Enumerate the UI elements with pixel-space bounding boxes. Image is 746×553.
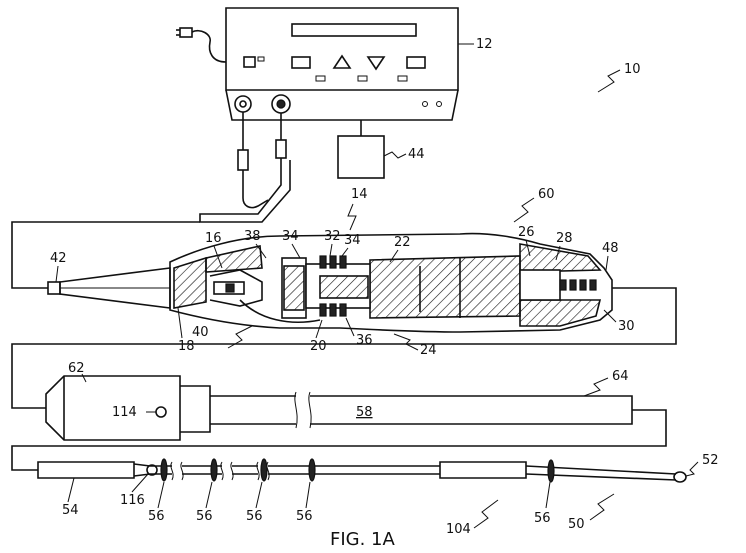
label-56: 56 — [296, 509, 313, 524]
ring-56 — [211, 459, 217, 481]
control-console — [176, 8, 458, 120]
label-114: 114 — [112, 405, 137, 420]
power-plug-icon — [180, 28, 192, 37]
label-44: 44 — [408, 147, 425, 162]
label-104: 104 — [446, 522, 471, 537]
label-38: 38 — [244, 229, 261, 244]
down-arrow-icon — [368, 57, 384, 69]
label-58: 58 — [356, 405, 373, 420]
label-34-right: 34 — [344, 233, 361, 248]
label-56: 56 — [246, 509, 263, 524]
ring-56 — [309, 459, 315, 481]
output-connector-left — [235, 96, 251, 112]
label-54: 54 — [62, 503, 79, 518]
label-14: 14 — [351, 187, 368, 202]
label-32: 32 — [324, 229, 341, 244]
unit-44-box — [338, 136, 384, 178]
label-62: 62 — [68, 361, 85, 376]
label-36: 36 — [356, 333, 373, 348]
lead-50 — [590, 494, 614, 520]
power-switch-icon — [244, 57, 255, 67]
label-24: 24 — [420, 343, 437, 358]
probe-tip-icon — [674, 472, 686, 482]
probe-assembly — [38, 459, 686, 482]
lead-64 — [584, 378, 608, 396]
label-56: 56 — [196, 509, 213, 524]
lead-14 — [348, 204, 356, 230]
label-16: 16 — [205, 231, 222, 246]
label-30: 30 — [618, 319, 635, 334]
label-28: 28 — [556, 231, 573, 246]
label-26: 26 — [518, 225, 535, 240]
console-button-2 — [407, 57, 425, 68]
label-56: 56 — [534, 511, 551, 526]
label-20: 20 — [310, 339, 327, 354]
label-34-left: 34 — [282, 229, 299, 244]
label-22: 22 — [394, 235, 411, 250]
ring-56 — [261, 459, 267, 481]
handpiece-cross-section — [48, 234, 612, 332]
label-56: 56 — [148, 509, 165, 524]
label-116: 116 — [120, 493, 145, 508]
label-50: 50 — [568, 517, 585, 532]
label-18: 18 — [178, 339, 195, 354]
display-window — [292, 24, 416, 36]
ring-56 — [161, 459, 167, 481]
label-60: 60 — [538, 187, 555, 202]
console-button-1 — [292, 57, 310, 68]
label-52: 52 — [702, 453, 719, 468]
lead-104 — [474, 500, 498, 528]
label-12: 12 — [476, 37, 493, 52]
lead-52 — [686, 462, 698, 476]
label-42: 42 — [50, 251, 67, 266]
ring-56 — [548, 460, 554, 482]
lead-24 — [394, 334, 418, 350]
up-arrow-icon — [334, 56, 350, 68]
lead-60 — [514, 198, 534, 222]
label-48: 48 — [602, 241, 619, 256]
figure-caption: FIG. 1A — [330, 529, 396, 549]
label-10: 10 — [624, 62, 641, 77]
lead-10 — [598, 70, 620, 92]
label-40: 40 — [192, 325, 209, 340]
label-64: 64 — [612, 369, 629, 384]
